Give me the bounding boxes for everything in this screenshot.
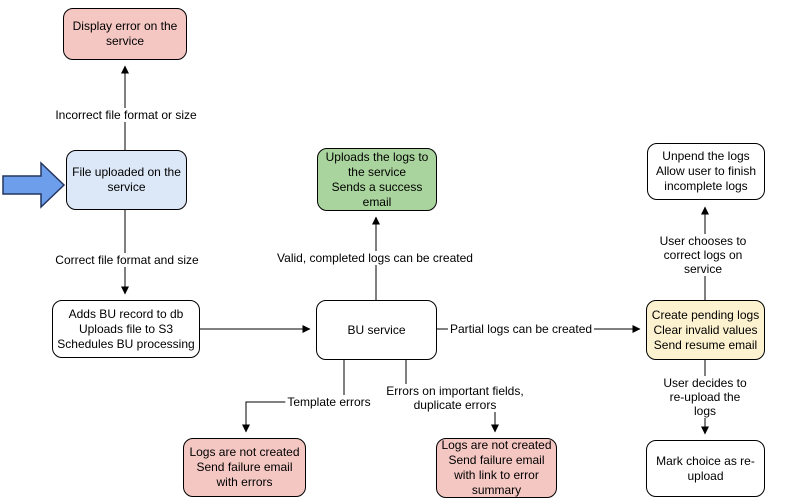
node-bu-service: BU service (316, 300, 437, 360)
edge-label-partial-logs: Partial logs can be created (447, 322, 595, 336)
edge-label-valid-logs: Valid, completed logs can be created (275, 251, 475, 265)
edge-label-user-chooses-correct: User chooses to correct logs on service (654, 234, 752, 276)
edge-label-template-errors: Template errors (285, 395, 373, 409)
node-failure-email-errors: Logs are not created Send failure email … (183, 438, 306, 497)
node-create-pending-logs: Create pending logs Clear invalid values… (646, 300, 765, 360)
edge-label-important-field-errors: Errors on important fields, duplicate er… (384, 384, 526, 412)
edge-label-correct-format: Correct file format and size (53, 253, 201, 267)
node-uploads-logs-success: Uploads the logs to the service Sends a … (317, 148, 437, 211)
node-unpend-logs: Unpend the logs Allow user to finish inc… (647, 143, 765, 200)
node-failure-email-summary: Logs are not created Send failure email … (436, 438, 557, 498)
node-adds-bu-record: Adds BU record to db Uploads file to S3 … (52, 300, 200, 358)
edge-label-user-decides-reupload: User decides to re-upload the logs (657, 376, 753, 418)
node-file-uploaded: File uploaded on the service (66, 150, 187, 210)
node-mark-choice-reupload: Mark choice as re- upload (646, 440, 765, 497)
edge-label-incorrect-format: Incorrect file format or size (53, 108, 199, 122)
entry-arrow-icon (2, 161, 66, 209)
node-display-error: Display error on the service (63, 8, 187, 60)
